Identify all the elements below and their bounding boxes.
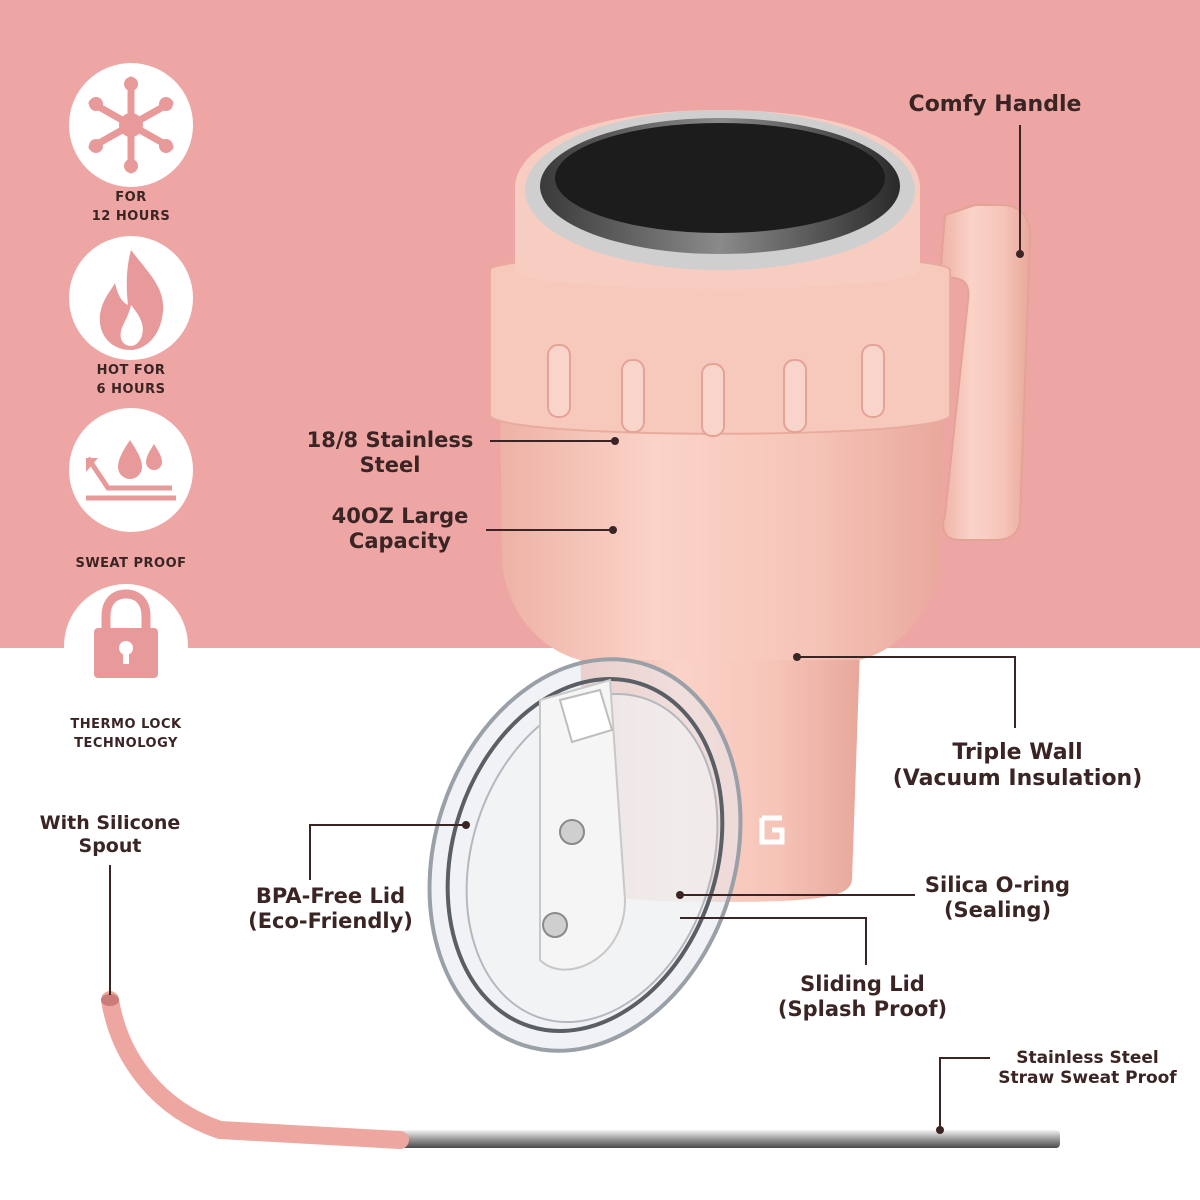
padlock-icon [94,589,158,678]
feature-label-sweat: SWEAT PROOF [75,556,187,571]
snowflake-icon [88,76,174,174]
feature-label-lock: THERMO LOCK TECHNOLOGY [70,717,182,751]
label-silicone-spout: With Silicone Spout [39,812,181,857]
feature-icon-sweat [69,408,193,532]
ring-notches [547,344,885,437]
feature-label-cold: FOR 12 HOURS [91,190,171,224]
tumbler-handle [938,204,1032,541]
label-comfy-handle: Comfy Handle [908,92,1082,117]
callout-lines [109,125,1021,1130]
label-stainless-straw: Stainless Steel Straw Sweat Proof [998,1048,1177,1089]
label-stainless-steel: 18/8 Stainless Steel [306,428,474,478]
label-capacity: 40OZ Large Capacity [331,504,469,554]
feature-icon-lock [64,584,188,708]
water-drops-icon [85,440,176,501]
label-triple-wall: Triple Wall (Vacuum Insulation) [892,740,1143,792]
feature-label-hot: HOT FOR 6 HOURS [96,363,166,397]
brand-logo [759,815,785,845]
feature-icon-hot [69,236,193,360]
callout-dots [462,250,1024,1134]
tumbler-body [500,400,945,660]
feature-icon-cold [69,63,193,187]
label-silica-oring: Silica O-ring (Sealing) [924,873,1071,923]
label-bpa-free-lid: BPA-Free Lid (Eco-Friendly) [248,884,413,934]
label-sliding-lid: Sliding Lid (Splash Proof) [777,972,948,1022]
flame-icon [99,250,164,350]
straw [101,991,1060,1149]
